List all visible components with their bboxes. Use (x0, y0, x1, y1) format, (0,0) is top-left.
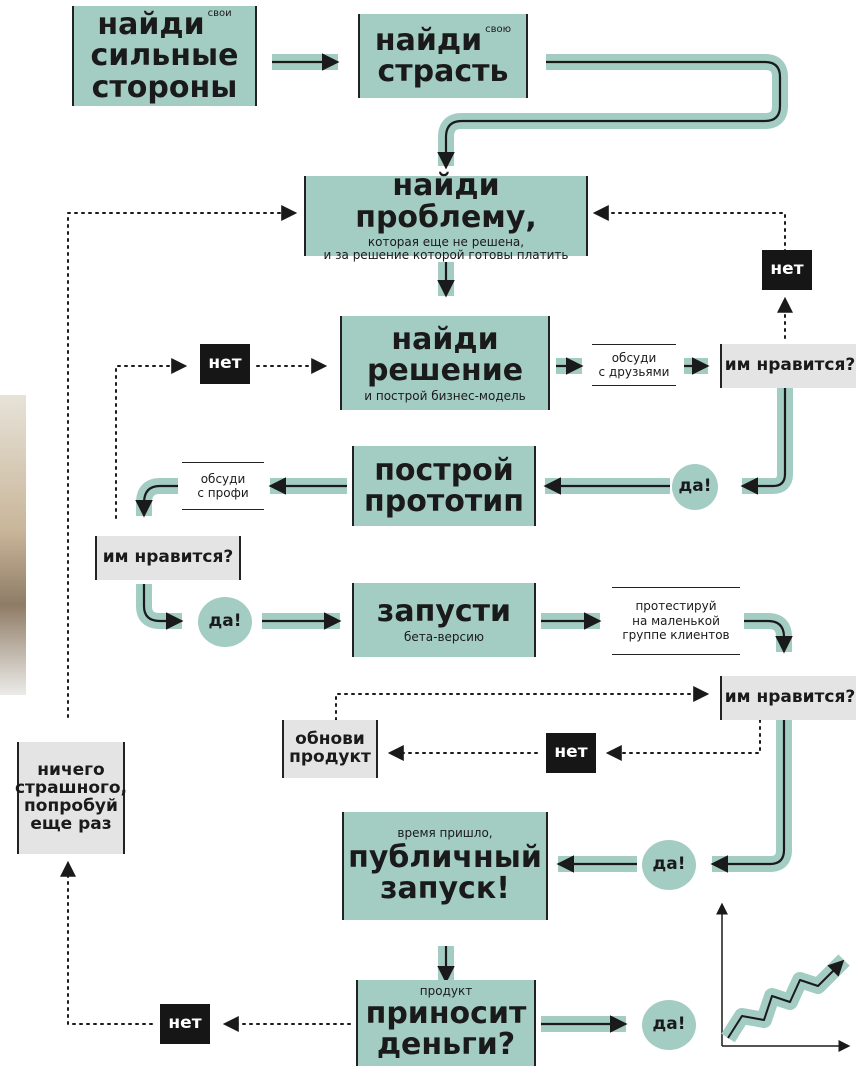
step-retry-line2: страшного, (14, 778, 128, 799)
question-likes-3-label: им нравится? (724, 687, 856, 708)
note-friends-line1: обсуди (611, 350, 657, 365)
step-public-line3: запуск! (380, 871, 510, 907)
answer-no-problem-label: нет (770, 259, 804, 280)
answer-no-update: нет (546, 733, 596, 773)
step-retry-line1: ничего (37, 760, 105, 781)
note-test-line1: протестируй (635, 599, 717, 614)
step-public-line2: публичный (348, 839, 542, 875)
question-likes-3: им нравится? (720, 676, 856, 720)
step-strengths-sub: свои (207, 7, 232, 19)
step-problem-line2: которая еще не решена, (367, 235, 525, 250)
answer-no-solution: нет (200, 344, 250, 384)
step-problem-title: найди проблему, (355, 168, 537, 235)
answer-no-money: нет (160, 1004, 210, 1044)
step-launch-beta: запусти бета-версию (352, 583, 536, 657)
step-passion-title: найди (374, 22, 483, 58)
note-test-line2: на маленькой (632, 613, 720, 628)
answer-yes-public: да! (642, 840, 696, 890)
note-test-small-group: протестируй на маленькой группе клиентов (612, 587, 740, 655)
step-strengths-line3: стороны (91, 69, 238, 105)
step-solution-line1: найди (391, 321, 499, 357)
step-public-line1: время пришло, (397, 826, 493, 841)
step-try-again: ничего страшного, попробуй еще раз (14, 742, 128, 854)
answer-no-money-label: нет (168, 1013, 202, 1034)
step-strengths-line2: сильные (90, 38, 239, 74)
step-update-line2: продукт (289, 747, 371, 767)
answer-no-solution-label: нет (208, 353, 242, 374)
step-product-makes-money: продукт приносит деньги? (356, 980, 536, 1066)
step-money-line3: деньги? (376, 1027, 516, 1063)
step-launch-line1: запусти (376, 594, 512, 630)
step-retry-line3: попробуй (24, 796, 118, 816)
step-launch-line2: бета-версию (403, 629, 485, 644)
note-pros-line2: с профи (197, 486, 249, 500)
step-problem-line3: и за решение которой готовы платить (323, 248, 569, 262)
question-likes-2-label: им нравится? (102, 547, 234, 568)
note-friends-line2: с друзьями (598, 365, 670, 379)
step-build-prototype: построй прототип (352, 446, 536, 526)
step-money-line2: приносит (365, 995, 527, 1031)
answer-no-update-label: нет (554, 742, 588, 763)
step-find-problem: найди проблему, которая еще не решена, и… (304, 170, 588, 261)
step-public-launch: время пришло, публичный запуск! (342, 812, 548, 920)
note-discuss-friends: обсуди с друзьями (592, 344, 676, 386)
answer-yes-prototype-label: да! (678, 476, 712, 497)
step-strengths-title: найди (97, 6, 205, 42)
step-update-product: обнови продукт (282, 720, 378, 778)
rising-arrow-chart-icon (716, 902, 851, 1052)
answer-yes-money: да! (642, 1000, 696, 1050)
step-find-solution: найди решение и построй бизнес-модель (340, 316, 550, 410)
question-likes-2: им нравится? (95, 536, 241, 580)
step-prototype-line2: прототип (364, 484, 524, 519)
step-retry-line4: еще раз (30, 813, 112, 834)
note-test-line3: группе клиентов (622, 628, 730, 643)
answer-yes-public-label: да! (652, 854, 686, 875)
step-prototype-line1: построй (374, 452, 514, 488)
note-discuss-pros: обсуди с профи (182, 462, 264, 510)
answer-yes-money-label: да! (652, 1014, 686, 1035)
step-money-line1: продукт (419, 984, 473, 999)
answer-yes-launch: да! (198, 597, 252, 647)
note-pros-line1: обсуди (200, 471, 246, 486)
answer-yes-launch-label: да! (208, 611, 242, 632)
answer-no-problem: нет (762, 250, 812, 290)
question-likes-1-label: им нравится? (724, 355, 856, 376)
answer-yes-prototype: да! (672, 464, 718, 510)
step-passion-sub: свою (485, 23, 512, 35)
step-passion-line2: страсть (377, 54, 509, 89)
cropped-photo-edge (0, 395, 26, 695)
question-likes-1: им нравится? (720, 344, 856, 388)
step-solution-line2: решение (366, 353, 524, 389)
step-solution-line3: и построй бизнес-модель (364, 388, 526, 403)
step-update-line1: обнови (295, 729, 365, 750)
